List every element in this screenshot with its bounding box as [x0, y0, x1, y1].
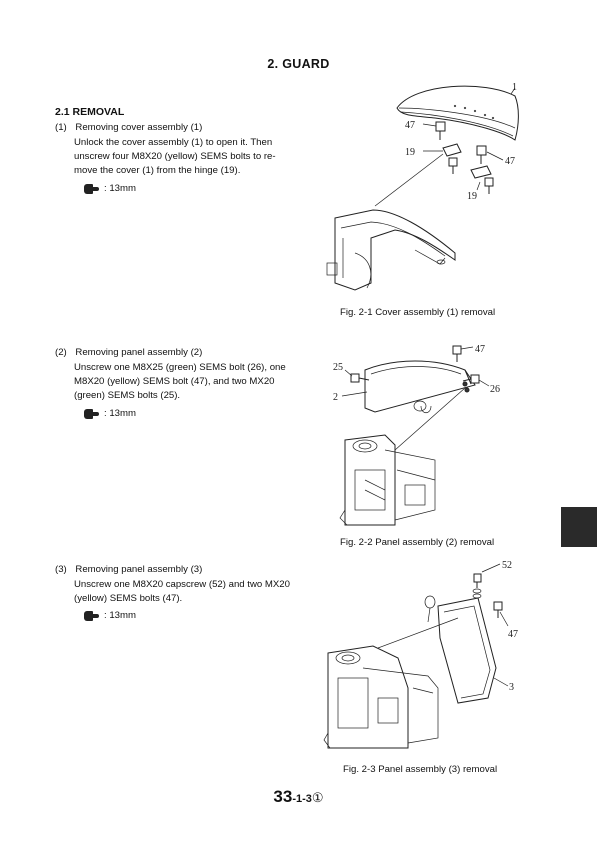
section-thumb-tab [561, 507, 597, 547]
panel-assembly-3-part [437, 597, 497, 704]
callout-47: 47 [508, 629, 518, 640]
guard-frame-part [334, 209, 456, 291]
step-1-title: Removing cover assembly (1) [75, 122, 203, 133]
step-3-heading: (3) Removing panel assembly (3) [55, 563, 202, 577]
figure-2-2-caption: Fig. 2-2 Panel assembly (2) removal [340, 537, 495, 548]
step-2-title: Removing panel assembly (2) [75, 347, 203, 358]
page-title: 2. GUARD [267, 57, 330, 71]
page-number-sub: -1-3 [292, 793, 312, 805]
step-1-body: Unlock the cover assembly (1) to open it… [74, 137, 276, 177]
callout-52: 52 [502, 560, 512, 571]
callout-26: 26 [490, 384, 500, 395]
step-2-number: (2) [55, 347, 67, 358]
callout-25: 25 [333, 362, 343, 373]
step-1-tool: : 13mm [84, 183, 136, 194]
step-3-number: (3) [55, 564, 67, 575]
figure-2-3-caption: Fig. 2-3 Panel assembly (3) removal [343, 764, 498, 775]
step-2-tool-size: : 13mm [104, 408, 136, 419]
step-1-heading: (1) Removing cover assembly (1) [55, 121, 202, 135]
page-number-main: 33 [273, 787, 293, 806]
socket-wrench-icon [84, 408, 99, 419]
section-heading: 2.1 REMOVAL [55, 106, 125, 118]
callout-47: 47 [475, 344, 485, 355]
step-1-tool-size: : 13mm [104, 183, 136, 194]
step-3-tool: : 13mm [84, 610, 136, 621]
callout-3: 3 [509, 682, 514, 693]
page-number-revision: ① [311, 790, 324, 805]
step-1-number: (1) [55, 122, 67, 133]
step-3-tool-size: : 13mm [104, 610, 136, 621]
step-2-tool: : 13mm [84, 408, 136, 419]
step-3-title: Removing panel assembly (3) [75, 564, 203, 575]
page-number: 33-1-3① [0, 787, 597, 807]
callout-2: 2 [333, 392, 338, 403]
socket-wrench-icon [84, 183, 99, 194]
callout-19-b: 19 [467, 191, 477, 202]
callout-1: 1 [512, 82, 517, 93]
step-3-body: Unscrew one M8X20 capscrew (52) and two … [74, 579, 290, 605]
step-2-body: Unscrew one M8X25 (green) SEMS bolt (26)… [74, 362, 286, 402]
figure-2-3-drawing: 52 47 3 [323, 560, 518, 749]
callout-19-a: 19 [405, 147, 415, 158]
step-2-heading: (2) Removing panel assembly (2) [55, 346, 202, 360]
callout-47-b: 47 [505, 156, 515, 167]
panel-assembly-2-part [364, 360, 476, 413]
callout-47-a: 47 [405, 120, 415, 131]
machine-frame-part [344, 434, 396, 526]
figure-2-1-drawing: 1 47 19 47 19 [326, 82, 519, 291]
socket-wrench-icon [84, 610, 99, 621]
figure-2-1-caption: Fig. 2-1 Cover assembly (1) removal [340, 307, 496, 318]
figure-2-2-drawing: 25 2 47 26 [333, 344, 500, 526]
